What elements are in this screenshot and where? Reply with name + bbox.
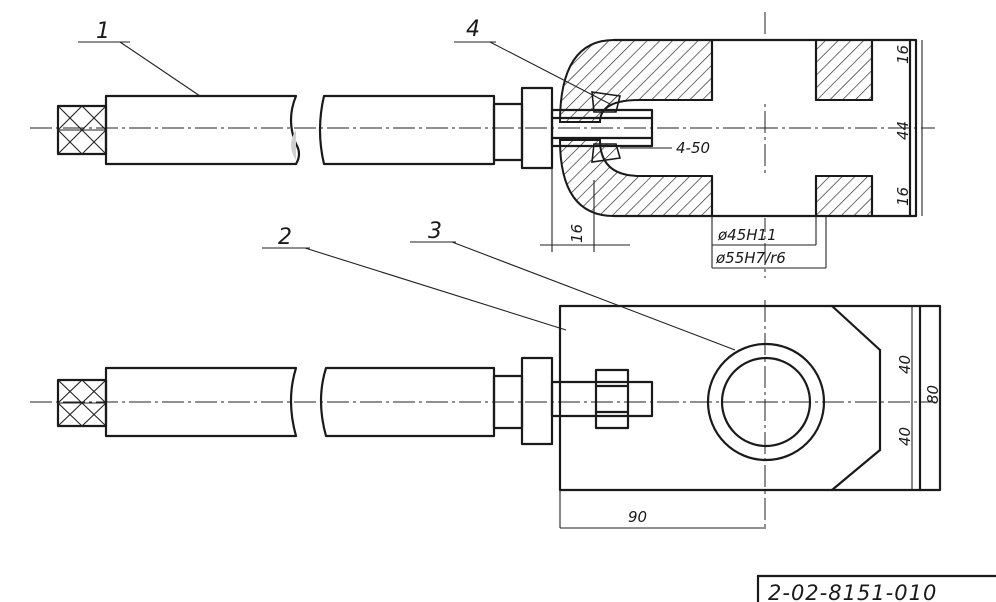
top-fork-section <box>558 38 918 218</box>
bottom-square-end <box>56 378 108 428</box>
leader-3-label: 3 <box>428 219 442 244</box>
dim-height-44: 44 <box>894 121 912 140</box>
top-shaft <box>104 86 654 170</box>
dim-bottom-16-right: 16 <box>894 187 912 206</box>
leader-4-label: 4 <box>466 17 480 42</box>
bottom-view <box>30 300 942 529</box>
dim-weld: 4-50 <box>676 139 710 157</box>
bore-outer <box>706 342 826 462</box>
leader-2-label: 2 <box>278 225 292 250</box>
bottom-dimension-lines <box>559 306 941 529</box>
dim-half-40-bottom: 40 <box>896 427 914 446</box>
dim-length-90: 90 <box>628 508 647 526</box>
top-square-end <box>56 104 108 156</box>
drawing-number-box <box>756 574 996 602</box>
top-view <box>30 12 935 278</box>
bottom-shaft <box>104 356 654 446</box>
leader-1-label: 1 <box>96 19 110 44</box>
dim-offset-16: 16 <box>568 224 586 243</box>
bottom-fork-body <box>558 304 942 492</box>
bore-inner <box>720 356 812 448</box>
dim-half-40-top: 40 <box>896 355 914 374</box>
leader-lines <box>78 41 736 351</box>
dim-hole-diameter: ø45H11 <box>717 226 777 244</box>
drawing-number: 2-02-8151-010 <box>768 581 937 602</box>
dim-total-80: 80 <box>924 385 942 404</box>
dim-top-16-right: 16 <box>894 45 912 64</box>
dim-fit-diameter: ø55H7/r6 <box>715 249 786 267</box>
top-dimension-lines <box>540 40 923 269</box>
